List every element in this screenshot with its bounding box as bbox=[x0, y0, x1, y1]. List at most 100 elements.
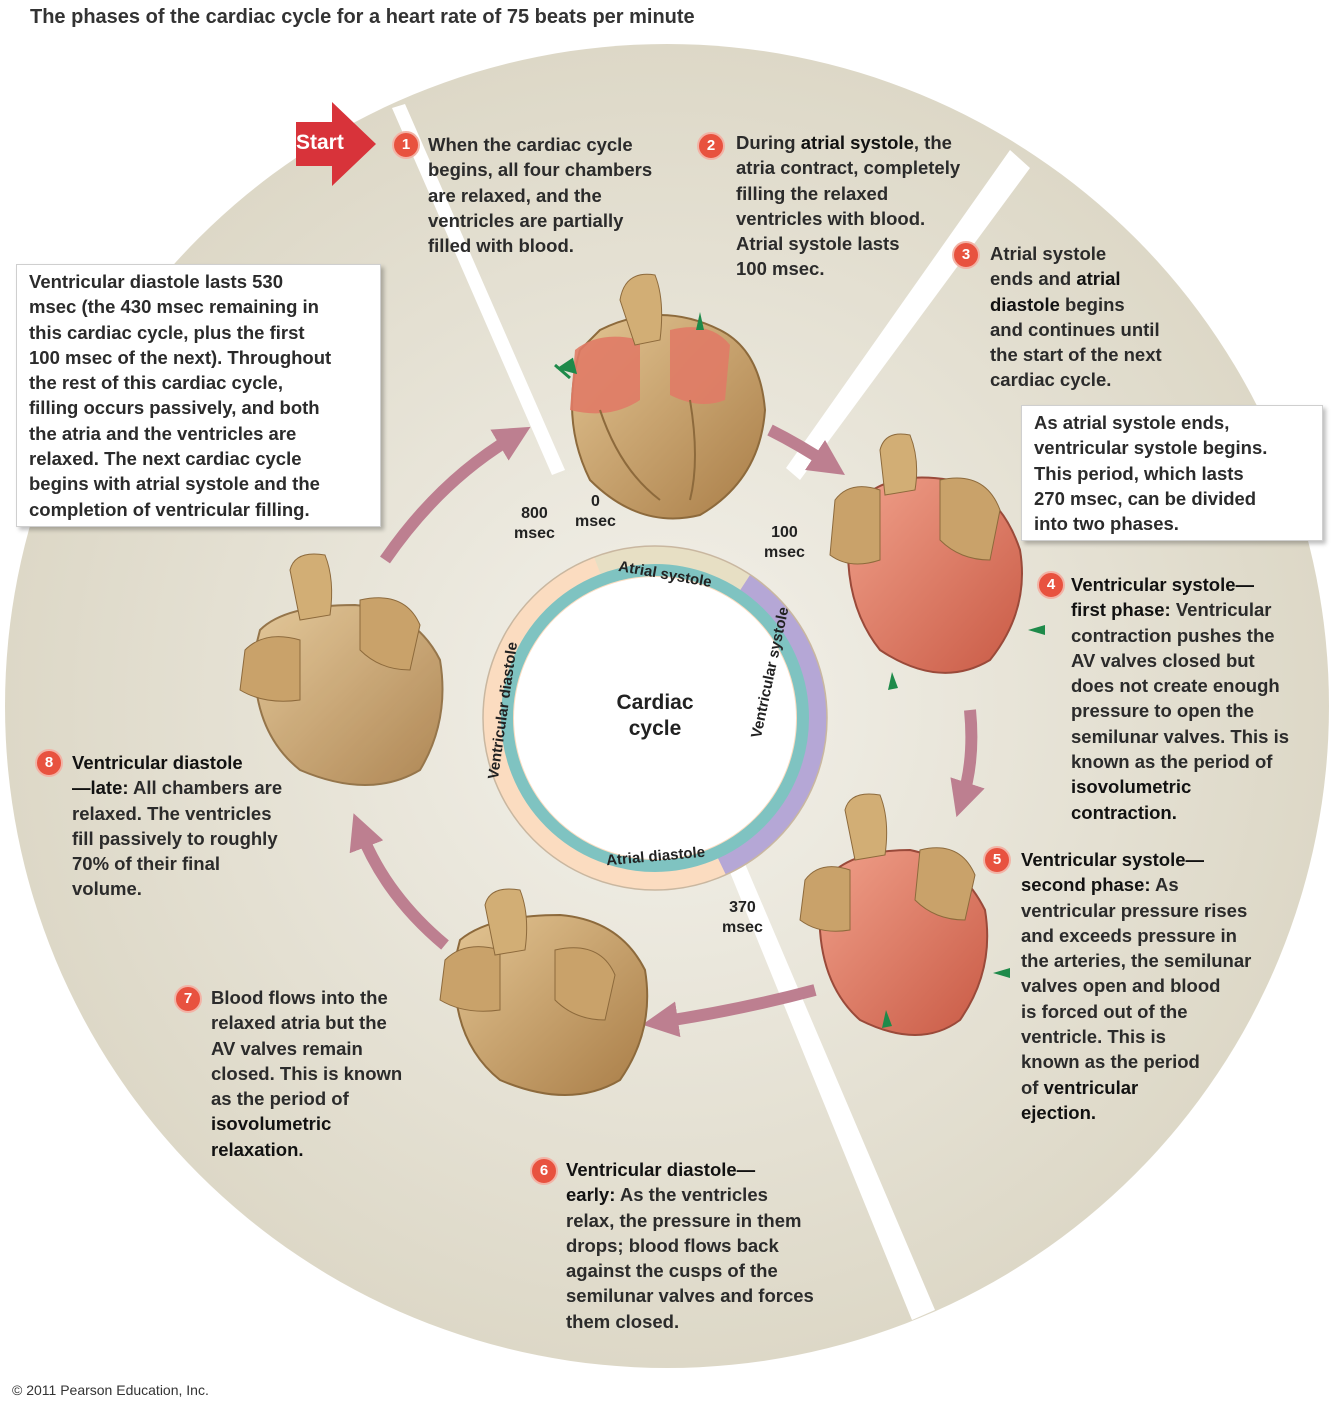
step-8-text: Ventricular diastole —late: All chambers… bbox=[72, 750, 282, 902]
step-3-line: Atrial systole bbox=[990, 243, 1107, 264]
step-7-text: Blood flows into the relaxed atria but t… bbox=[211, 985, 402, 1162]
info-box-line: filling occurs passively, and both bbox=[29, 397, 320, 419]
step-3-line: diastole begins bbox=[990, 292, 1162, 317]
info-box-line: This period, which lasts bbox=[1034, 462, 1244, 484]
step-2-badge: 2 bbox=[697, 132, 725, 160]
info-box-ventricular-diastole: Ventricular diastole lasts 530 msec (the… bbox=[16, 264, 381, 527]
step-6-heading: Ventricular diastole— bbox=[566, 1159, 756, 1180]
step-5-line: ventricle. This is bbox=[1021, 1026, 1166, 1048]
step-5-heading: Ventricular systole— bbox=[1021, 849, 1205, 870]
info-box-line: ventricular systole begins. bbox=[1034, 437, 1268, 459]
time-370-value: 370 bbox=[729, 899, 756, 916]
heart-2 bbox=[829, 433, 1023, 674]
step-4-line: pressure to open the bbox=[1071, 700, 1254, 722]
step-1-badge: 1 bbox=[392, 131, 420, 159]
step-4-line: contraction pushes the bbox=[1071, 624, 1275, 646]
heart-4 bbox=[439, 888, 649, 1096]
step-1-line: begins, all four chambers bbox=[428, 159, 653, 181]
heart-5 bbox=[239, 553, 444, 786]
info-box-line: Ventricular diastole lasts 530 bbox=[29, 271, 283, 292]
step-4-line: semilunar valves. This is bbox=[1071, 725, 1289, 747]
step-5-line: and exceeds pressure in bbox=[1021, 924, 1237, 946]
step-4-heading: Ventricular systole— bbox=[1071, 574, 1255, 595]
step-4-text: Ventricular systole— first phase: Ventri… bbox=[1071, 572, 1289, 825]
step-2-term-atrial-systole: atrial systole bbox=[800, 132, 914, 153]
time-800-value: 800 bbox=[521, 505, 548, 522]
step-8-badge: 8 bbox=[35, 749, 63, 777]
step-5-term: ventricular bbox=[1043, 1076, 1139, 1098]
step-5-line: is forced out of the bbox=[1021, 1000, 1188, 1022]
step-6-badge: 6 bbox=[530, 1157, 558, 1185]
divider-line-lower-right bbox=[725, 852, 935, 1320]
step-3-text-part: begins bbox=[1059, 293, 1125, 315]
step-2-text: During atrial systole, the atria contrac… bbox=[736, 130, 960, 282]
step-4-subheading: first phase: bbox=[1071, 599, 1171, 621]
step-1-line: are relaxed, and the bbox=[428, 184, 602, 206]
step-1-text: When the cardiac cycle begins, all four … bbox=[428, 132, 652, 258]
step-8-line: 70% of their final bbox=[72, 853, 221, 875]
copyright-notice: © 2011 Pearson Education, Inc. bbox=[12, 1382, 209, 1398]
step-7-line: relaxed atria but the bbox=[211, 1012, 387, 1034]
step-5-subheading: second phase: bbox=[1021, 874, 1151, 896]
info-box-line: 270 msec, can be divided bbox=[1034, 487, 1257, 509]
info-box-ventricular-systole: As atrial systole ends, ventricular syst… bbox=[1021, 405, 1323, 542]
step-6-line: drops; blood flows back bbox=[566, 1234, 779, 1256]
step-4-term: contraction. bbox=[1071, 801, 1177, 823]
time-100-unit: msec bbox=[764, 544, 805, 561]
cycle-arrow-1-to-2 bbox=[767, 424, 845, 475]
step-7-line: closed. This is known bbox=[211, 1062, 403, 1084]
step-4-line: known as the period of bbox=[1071, 751, 1273, 773]
step-3-badge: 3 bbox=[952, 241, 980, 269]
center-ring bbox=[482, 545, 828, 891]
cycle-arrow-7-to-8 bbox=[349, 813, 449, 950]
step-1-line: filled with blood. bbox=[428, 235, 574, 257]
info-box-line: relaxed. The next cardiac cycle bbox=[29, 448, 302, 470]
time-0-value: 0 bbox=[591, 493, 600, 510]
info-box-line: As atrial systole ends, bbox=[1034, 412, 1230, 433]
step-1-line: When the cardiac cycle bbox=[428, 134, 633, 155]
step-8-subheading: —late: bbox=[72, 777, 129, 799]
time-370: 370 msec bbox=[722, 898, 763, 938]
step-3-line: ends and atrial bbox=[990, 266, 1162, 291]
step-2-line: ventricles with blood. bbox=[736, 207, 926, 229]
step-6-line: early: As the ventricles bbox=[566, 1182, 814, 1207]
step-4-line: first phase: Ventricular bbox=[1071, 597, 1289, 622]
step-6-subheading: early: bbox=[566, 1184, 616, 1206]
step-7-term: relaxation. bbox=[211, 1138, 304, 1160]
start-arrow bbox=[296, 102, 376, 186]
start-label: Start bbox=[296, 131, 344, 154]
step-5-text-part: of bbox=[1021, 1076, 1044, 1098]
step-4-line: does not create enough bbox=[1071, 675, 1280, 697]
step-5-line: ventricular pressure rises bbox=[1021, 899, 1248, 921]
step-7-line: as the period of bbox=[211, 1088, 349, 1110]
center-label-line2: cycle bbox=[628, 717, 682, 740]
step-8-text-part: All chambers are bbox=[128, 777, 283, 799]
info-box-line: 100 msec of the next). Throughout bbox=[29, 346, 332, 368]
step-5-line: of ventricular bbox=[1021, 1075, 1251, 1100]
step-5-line: known as the period bbox=[1021, 1051, 1200, 1073]
step-7-line: Blood flows into the bbox=[211, 987, 388, 1008]
step-5-line: the arteries, the semilunar bbox=[1021, 950, 1252, 972]
step-5-term: ejection. bbox=[1021, 1101, 1097, 1123]
cycle-arrow-4-to-5 bbox=[950, 709, 985, 818]
step-2-text-part: , the bbox=[913, 132, 952, 153]
time-370-unit: msec bbox=[722, 919, 763, 936]
step-6-text: Ventricular diastole— early: As the vent… bbox=[566, 1157, 814, 1334]
step-3-line: cardiac cycle. bbox=[990, 369, 1112, 391]
step-5-text-part: As bbox=[1150, 874, 1179, 896]
info-box-line: the rest of this cardiac cycle, bbox=[29, 372, 283, 394]
step-7-badge: 7 bbox=[174, 985, 202, 1013]
step-4-badge: 4 bbox=[1037, 571, 1065, 599]
step-5-line: second phase: As bbox=[1021, 872, 1251, 897]
step-4-line: AV valves closed but bbox=[1071, 649, 1255, 671]
step-6-line: against the cusps of the bbox=[566, 1260, 778, 1282]
step-6-line: them closed. bbox=[566, 1310, 680, 1332]
step-3-term-diastole: diastole bbox=[990, 293, 1060, 315]
green-arrows bbox=[554, 312, 1045, 1028]
step-3-text-part: ends and bbox=[990, 268, 1077, 290]
step-4-text-part: Ventricular bbox=[1170, 599, 1272, 621]
step-2-line: atria contract, completely bbox=[736, 157, 961, 179]
